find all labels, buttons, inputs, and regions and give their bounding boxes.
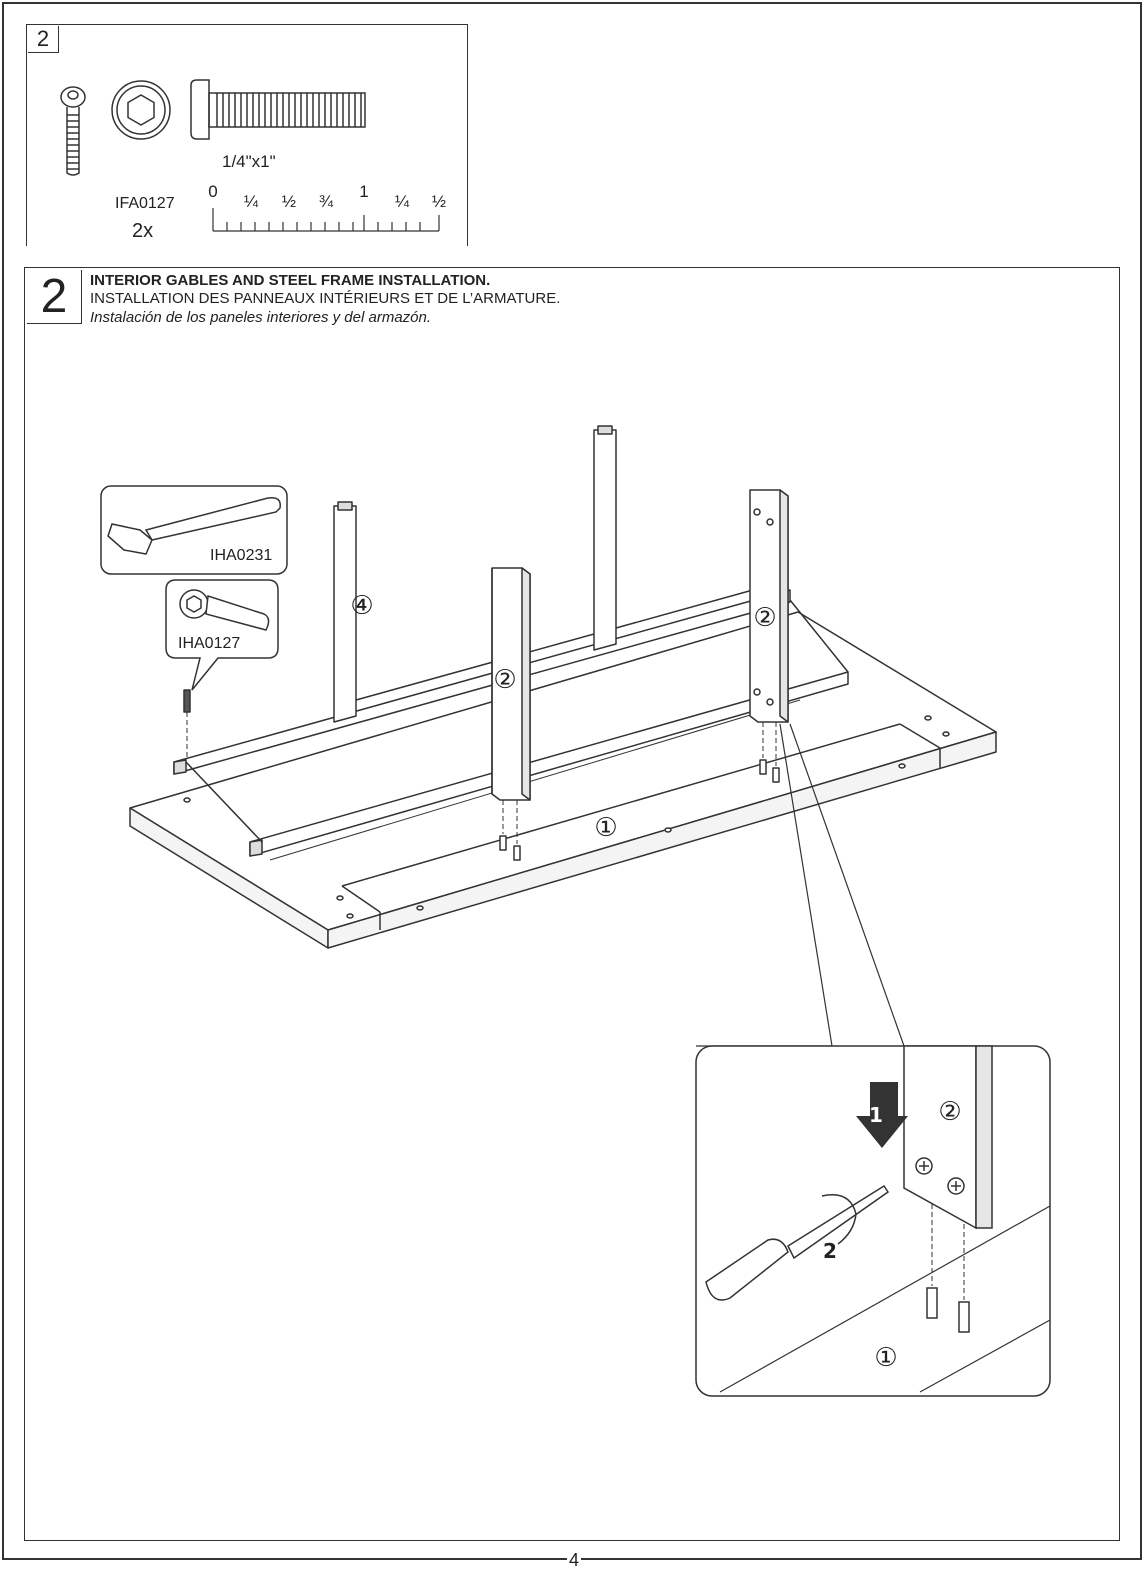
ruler-label-half: ½ <box>282 192 296 211</box>
ruler-label-1-half: ½ <box>432 192 446 211</box>
hardware-illustration: 0 ¼ ½ ¾ 1 ¼ ½ <box>60 79 446 232</box>
cam-bolts <box>499 759 780 861</box>
title-spanish: Instalación de los paneles interiores y … <box>90 309 432 326</box>
steel-frame <box>173 425 849 857</box>
bolt-head-icon <box>111 80 171 140</box>
ruler-label-three-quarter: ¾ <box>319 192 334 211</box>
bolt-length-icon <box>190 79 366 140</box>
hardware-step-label: 2 <box>28 26 59 53</box>
ruler-label-1-quarter: ¼ <box>395 192 410 211</box>
gable-panel-left <box>491 567 531 801</box>
hardware-size: 1/4"x1" <box>222 152 276 171</box>
step-number: 2 <box>27 270 82 324</box>
push-down-arrow-icon <box>856 1082 908 1148</box>
page-number-text: 4 <box>566 1550 581 1570</box>
detail-step-turn: 2 <box>823 1239 837 1263</box>
ruler-label-quarter: ¼ <box>244 192 259 211</box>
part-label-gable-right: ② <box>753 603 776 633</box>
title-english: INTERIOR GABLES AND STEEL FRAME INSTALLA… <box>90 272 491 289</box>
gable-panel-right <box>749 489 789 723</box>
title-french: INSTALLATION DES PANNEAUX INTÉRIEURS ET … <box>90 290 561 307</box>
page-number: 4 <box>0 1550 1148 1571</box>
ruler-label-1: 1 <box>359 182 368 201</box>
tool-code-label: IHA0231 <box>210 547 272 564</box>
ruler-label-0: 0 <box>208 182 217 201</box>
screw-icon <box>183 689 191 713</box>
bolt-code-label: IHA0127 <box>178 635 240 652</box>
hardware-code: IFA0127 <box>115 195 175 212</box>
instruction-box <box>24 267 1120 1541</box>
hardware-box <box>26 24 468 246</box>
detail-step-push: 1 <box>869 1103 883 1127</box>
bolt-callout <box>165 579 279 691</box>
part-label-frame: ④ <box>350 591 373 621</box>
detail-label-base: ① <box>874 1343 897 1373</box>
bolt-side-icon <box>60 86 86 176</box>
hardware-quantity: 2x <box>132 220 154 242</box>
screwdriver-icon <box>705 1184 890 1301</box>
part-label-gable-left: ② <box>493 665 516 695</box>
measurement-ruler <box>212 208 440 232</box>
detail-label-gable: ② <box>938 1097 961 1127</box>
allen-key-callout <box>100 485 288 575</box>
detail-callout: ② ① 1 2 <box>695 1045 1051 1397</box>
part-label-base: ① <box>594 813 617 843</box>
